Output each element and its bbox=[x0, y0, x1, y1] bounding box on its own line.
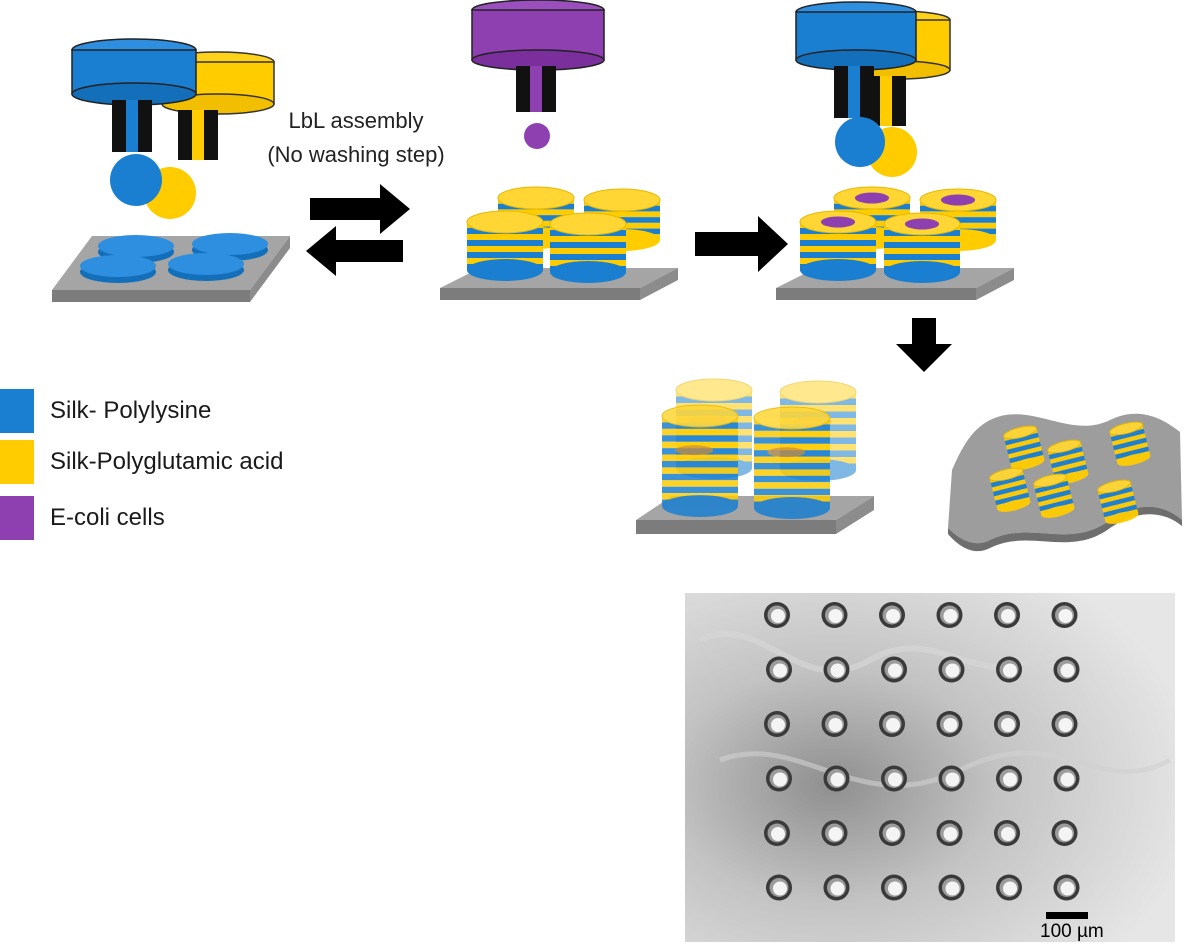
well bbox=[764, 820, 790, 846]
well bbox=[1053, 656, 1080, 683]
step4-tall-stacks bbox=[636, 378, 874, 534]
polylysine-droplet bbox=[110, 154, 162, 206]
well bbox=[881, 656, 907, 683]
arrow-right-icon bbox=[310, 184, 410, 234]
well bbox=[881, 765, 907, 792]
striped-stack bbox=[1033, 473, 1075, 518]
ecoli-cell bbox=[675, 445, 714, 456]
striped-stack bbox=[799, 210, 877, 281]
well bbox=[821, 711, 848, 737]
well bbox=[1053, 874, 1080, 901]
micrograph bbox=[685, 593, 1175, 942]
polylysine-droplet bbox=[835, 117, 885, 167]
legend-label-polylysine: Silk- Polylysine bbox=[50, 397, 212, 424]
well bbox=[938, 765, 965, 792]
striped-stack bbox=[883, 212, 961, 283]
well bbox=[996, 656, 1022, 683]
well bbox=[879, 820, 905, 846]
striped-stack bbox=[1003, 425, 1045, 470]
legend-swatch-ecoli bbox=[0, 496, 34, 540]
well bbox=[823, 874, 850, 901]
well bbox=[994, 711, 1020, 737]
well bbox=[994, 820, 1020, 846]
ecoli-cell bbox=[854, 192, 890, 204]
striped-stack bbox=[989, 467, 1031, 512]
striped-stacks bbox=[466, 186, 661, 283]
well bbox=[821, 602, 848, 628]
legend-item-ecoli: E-coli cells bbox=[0, 496, 165, 540]
well bbox=[821, 820, 848, 846]
well bbox=[936, 711, 963, 737]
polylysine-discs bbox=[80, 233, 268, 283]
step4-flexible-sheet bbox=[948, 413, 1182, 552]
tall-striped-stacks bbox=[661, 378, 857, 519]
well bbox=[764, 602, 790, 628]
step2-group bbox=[440, 0, 678, 300]
well bbox=[1051, 602, 1078, 628]
scale-bar-label: 100 µm bbox=[1040, 921, 1104, 942]
legend-swatch-polyglutamic bbox=[0, 440, 34, 484]
well bbox=[879, 711, 905, 737]
well bbox=[936, 820, 963, 846]
mini-striped-stacks bbox=[989, 421, 1151, 524]
ecoli-droplet bbox=[524, 123, 550, 149]
well-array bbox=[764, 602, 1080, 901]
arrow-right-icon bbox=[695, 216, 788, 272]
ecoli-cell bbox=[904, 218, 940, 230]
well bbox=[996, 765, 1022, 792]
well bbox=[1053, 765, 1080, 792]
well bbox=[938, 874, 965, 901]
well bbox=[764, 711, 790, 737]
striped-stack bbox=[1097, 479, 1139, 524]
striped-stack bbox=[661, 404, 739, 517]
scale-bar bbox=[1046, 912, 1088, 919]
well bbox=[994, 602, 1020, 628]
well bbox=[996, 874, 1022, 901]
striped-stack bbox=[753, 406, 831, 519]
ecoli-cell bbox=[820, 216, 856, 228]
well bbox=[766, 765, 792, 792]
well bbox=[936, 602, 963, 628]
legend-swatch-polylysine bbox=[0, 389, 34, 433]
step1-group bbox=[52, 38, 290, 302]
striped-stack bbox=[1109, 421, 1151, 466]
well bbox=[879, 602, 905, 628]
well bbox=[766, 656, 792, 683]
step3-group bbox=[776, 1, 1014, 300]
well bbox=[823, 656, 850, 683]
striped-stacks-with-ecoli bbox=[799, 186, 997, 283]
step-label-line2: (No washing step) bbox=[267, 142, 445, 167]
well bbox=[1051, 711, 1078, 737]
arrow-left-icon bbox=[306, 226, 403, 276]
ecoli-cell bbox=[940, 194, 976, 206]
legend-label-polyglutamic: Silk-Polyglutamic acid bbox=[50, 448, 284, 475]
well bbox=[1051, 820, 1078, 846]
legend-item-polyglutamic: Silk-Polyglutamic acid bbox=[0, 440, 283, 484]
well bbox=[766, 874, 792, 901]
ecoli-cell bbox=[767, 447, 806, 458]
well bbox=[938, 656, 965, 683]
well bbox=[823, 765, 850, 792]
printer-nozzle-icon bbox=[471, 0, 605, 112]
well bbox=[881, 874, 907, 901]
legend-item-polylysine: Silk- Polylysine bbox=[0, 389, 211, 433]
legend-label-ecoli: E-coli cells bbox=[50, 504, 165, 531]
arrow-down-icon bbox=[896, 318, 952, 372]
striped-stack bbox=[549, 212, 627, 283]
striped-stack bbox=[466, 210, 544, 281]
printer-nozzle-icon bbox=[71, 38, 197, 152]
step-label-line1: LbL assembly bbox=[288, 108, 424, 133]
printer-nozzle-icon bbox=[795, 1, 917, 118]
